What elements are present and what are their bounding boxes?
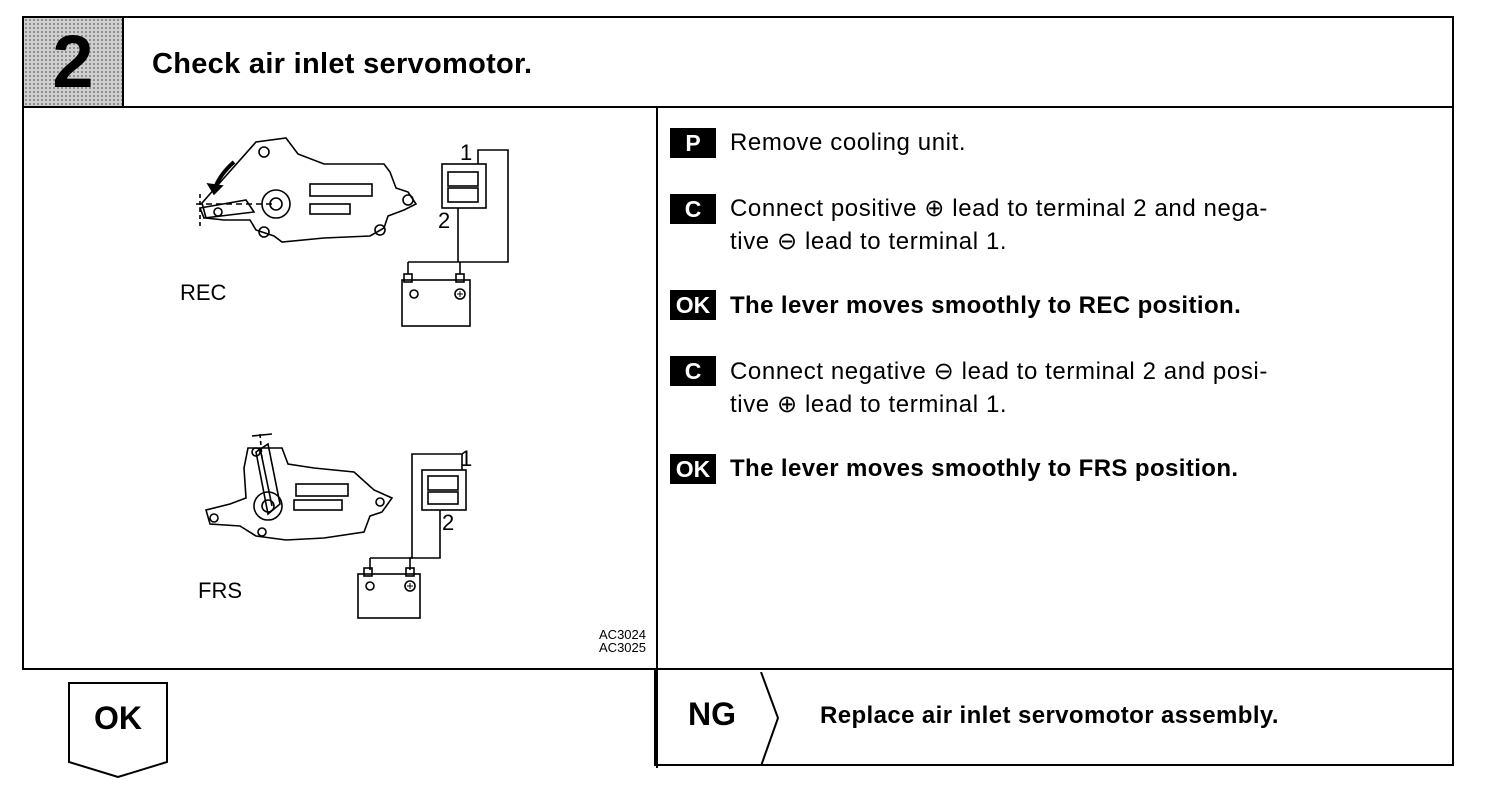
step-number: 2 [52, 20, 94, 103]
rec-servomotor-drawing [196, 137, 418, 243]
step-connect-frs-line-2: tive ⊕ lead to terminal 1. [730, 391, 1008, 418]
step-frs-result: The lever moves smoothly to FRS position… [730, 455, 1239, 482]
step-badge-c: C [670, 356, 716, 386]
ng-result-box [654, 670, 1454, 766]
frs-label: FRS [198, 578, 242, 603]
rec-wiring-drawing [401, 149, 509, 327]
step-connect-rec-line-2: tive ⊖ lead to terminal 1. [730, 228, 1008, 255]
rec-label: REC [180, 280, 227, 305]
servomotor-diagram [196, 137, 509, 619]
step-header: 2 Check air inlet servomotor. [22, 16, 1454, 108]
step-number-box: 2 [24, 18, 124, 106]
frs-wiring-drawing [357, 453, 467, 619]
step-badge-ok: OK [670, 290, 716, 320]
page-title: Check air inlet servomotor. [152, 48, 533, 80]
column-divider [656, 108, 658, 768]
ng-chevron-icon [760, 672, 780, 766]
figure-code-line-2: AC3025 [599, 640, 646, 655]
step-badge-p: P [670, 128, 716, 158]
step-connect-frs: Connect negative ⊖ lead to terminal 2 an… [730, 355, 1410, 421]
ok-label: OK [94, 700, 142, 736]
ok-arrow-icon [68, 682, 168, 778]
frs-servomotor-drawing [205, 433, 394, 541]
frs-terminal-2-label: 2 [442, 510, 455, 535]
step-badge-c: C [670, 194, 716, 224]
frs-terminal-1-label: 1 [460, 446, 473, 471]
rec-terminal-1-label: 1 [460, 140, 473, 165]
figure-code-line-1: AC3024 [599, 627, 646, 642]
step-connect-frs-line-1: Connect negative ⊖ lead to terminal 2 an… [730, 358, 1268, 385]
servomotor-figure: 1 2 1 2 REC FRS AC3024 AC3025 [24, 108, 656, 668]
step-rec-result: The lever moves smoothly to REC position… [730, 292, 1242, 319]
step-connect-rec-line-1: Connect positive ⊕ lead to terminal 2 an… [730, 195, 1268, 222]
step-remove-cooling-unit: Remove cooling unit. [730, 129, 967, 156]
content-panel: 1 2 1 2 REC FRS AC3024 AC3025 [22, 108, 1454, 768]
rec-terminal-2-label: 2 [438, 208, 451, 233]
ng-action-text: Replace air inlet servomotor assembly. [820, 702, 1279, 729]
step-connect-rec: Connect positive ⊕ lead to terminal 2 an… [730, 192, 1410, 258]
figure-code: AC3024 AC3025 [572, 628, 646, 654]
step-badge-ok: OK [670, 454, 716, 484]
ng-label: NG [688, 696, 736, 732]
